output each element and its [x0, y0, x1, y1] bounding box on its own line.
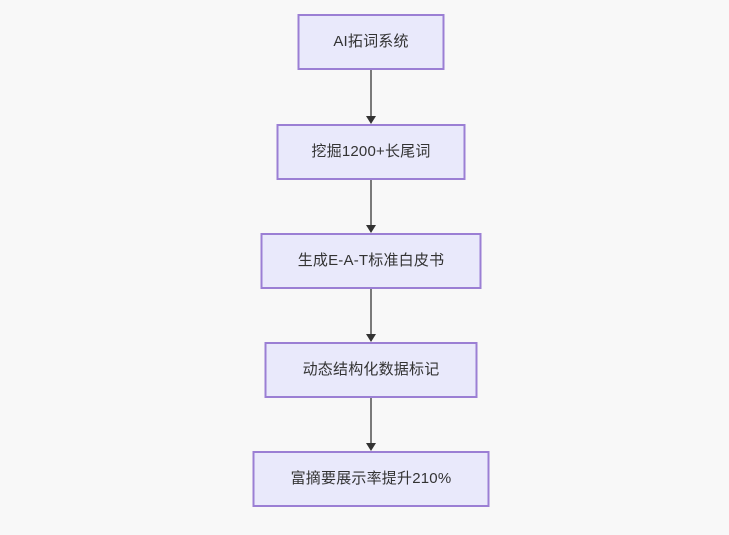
- connector-node2-node3: [365, 180, 377, 233]
- arrowhead-icon: [366, 443, 376, 451]
- flowchart-node-label: 挖掘1200+长尾词: [311, 143, 431, 160]
- connector-node3-node4: [365, 289, 377, 342]
- flowchart-node-4[interactable]: 动态结构化数据标记: [264, 342, 478, 398]
- arrowhead-icon: [366, 225, 376, 233]
- connector-line: [370, 398, 372, 443]
- connector-line: [370, 289, 372, 334]
- arrowhead-icon: [366, 334, 376, 342]
- flowchart-node-1[interactable]: AI拓词系统: [297, 14, 445, 70]
- flowchart-node-label: 生成E-A-T标准白皮书: [297, 252, 445, 269]
- flowchart-node-5[interactable]: 富摘要展示率提升210%: [252, 451, 490, 507]
- connector-line: [370, 70, 372, 116]
- flowchart-node-label: 富摘要展示率提升210%: [290, 470, 452, 487]
- flowchart-node-label: AI拓词系统: [333, 33, 409, 50]
- flowchart-node-label: 动态结构化数据标记: [302, 361, 440, 378]
- connector-node4-node5: [365, 398, 377, 451]
- flowchart-node-3[interactable]: 生成E-A-T标准白皮书: [260, 233, 482, 289]
- arrowhead-icon: [366, 116, 376, 124]
- flowchart-node-2[interactable]: 挖掘1200+长尾词: [276, 124, 466, 180]
- connector-node1-node2: [365, 70, 377, 124]
- connector-line: [370, 180, 372, 225]
